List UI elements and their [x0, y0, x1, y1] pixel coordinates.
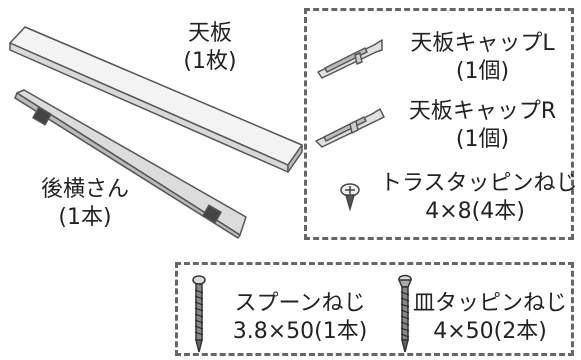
cap-l-name: 天板キャップL [410, 31, 555, 56]
flat-screw-label: 皿タッピンねじ 4×50(2本) [410, 290, 570, 345]
cap-r-qty: (1個) [455, 126, 510, 152]
cap-r-name: 天板キャップR [408, 99, 557, 124]
small-parts-box [304, 8, 574, 240]
back-rail-name: 後横さん [40, 177, 129, 202]
cap-l-label: 天板キャップL (1個) [395, 30, 570, 85]
cap-r-label: 天板キャップR (1個) [395, 98, 570, 153]
truss-screw-qty: 4×8(4本) [425, 198, 525, 224]
spoon-screw-name: スプーンねじ [234, 291, 366, 316]
spoon-screw-label: スプーンねじ 3.8×50(1本) [210, 290, 390, 345]
back-rail-qty: (1本) [58, 204, 112, 230]
truss-screw-label: トラスタッピンねじ 4×8(4本) [380, 170, 578, 225]
cap-l-qty: (1個) [455, 58, 510, 84]
spoon-screw-qty: 3.8×50(1本) [232, 318, 368, 344]
top-board-name: 天板 [187, 21, 232, 46]
top-board-qty: (1枚) [183, 48, 237, 74]
top-board-label: 天板 (1枚) [165, 20, 255, 75]
flat-screw-name: 皿タッピンねじ [412, 291, 567, 316]
truss-screw-name: トラスタッピンねじ [380, 171, 578, 196]
screws-box [175, 262, 574, 356]
flat-screw-qty: 4×50(2本) [433, 318, 547, 344]
back-rail-label: 後横さん (1本) [20, 176, 150, 231]
